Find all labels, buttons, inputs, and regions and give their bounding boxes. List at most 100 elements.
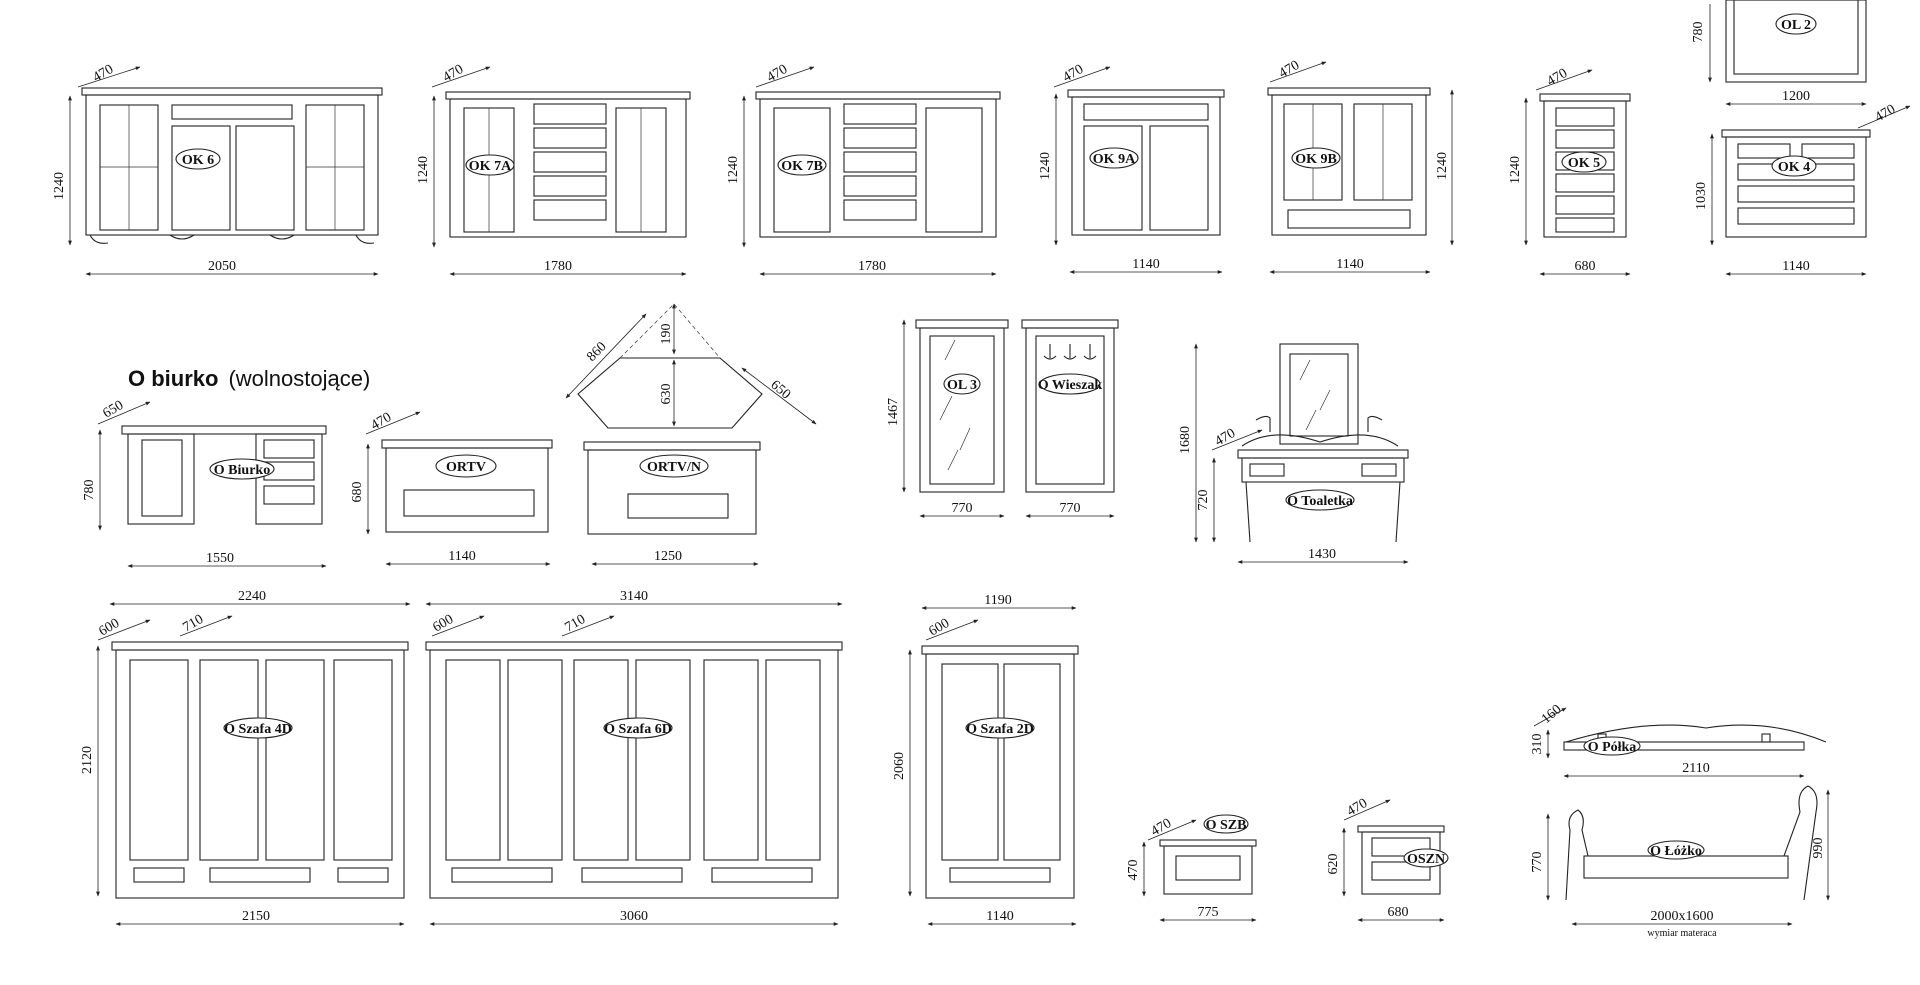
svg-text:720: 720	[1196, 490, 1211, 511]
ok4-label: OK 4	[1778, 160, 1810, 175]
ol2-mirror-drawing: OL 2 780 1200	[1691, 0, 1867, 106]
svg-text:1780: 1780	[858, 259, 886, 274]
ok6-label: OK 6	[182, 153, 214, 168]
wieszak-coat-rack-drawing: O Wieszak 770	[1021, 319, 1119, 518]
szn-label: OSZN	[1407, 852, 1445, 867]
biurko-label: O Biurko	[214, 463, 270, 478]
szn-nightstand-drawing: 470 OSZN 620 680	[1326, 796, 1449, 922]
svg-text:470: 470	[441, 62, 467, 85]
szafa2d-label: O Szafa 2D	[966, 722, 1034, 737]
svg-text:1140: 1140	[1336, 257, 1363, 272]
ol3-label: OL 3	[947, 378, 977, 393]
szafa2d-wardrobe-drawing: 1190 600 O Szafa 2D 2060 1140	[892, 593, 1079, 926]
svg-text:650: 650	[767, 378, 793, 403]
svg-text:710: 710	[181, 612, 207, 635]
svg-text:775: 775	[1198, 905, 1219, 920]
svg-text:1430: 1430	[1308, 547, 1336, 562]
svg-text:650: 650	[101, 398, 127, 421]
lozko-bed-drawing: O Łóżko 770 990 2000x1600 wymiar materac…	[1530, 785, 1830, 939]
lozko-mattress-size: 2000x1600	[1651, 909, 1714, 924]
toaletka-label: O Toaletka	[1287, 494, 1353, 509]
svg-text:1200: 1200	[1782, 89, 1810, 104]
svg-text:310: 310	[1530, 734, 1545, 755]
ortv-label: ORTV	[446, 460, 486, 475]
svg-text:3060: 3060	[620, 909, 648, 924]
svg-text:1030: 1030	[1694, 182, 1709, 210]
svg-text:1140: 1140	[448, 549, 475, 564]
svg-text:1780: 1780	[544, 259, 572, 274]
svg-text:2050: 2050	[208, 259, 236, 274]
ortvn-label: ORTV/N	[647, 460, 701, 475]
biurko-heading: O biurko (wolnostojące)	[128, 366, 370, 391]
szafa6d-wardrobe-drawing: 3140 600 710 O Szafa 6D 3060	[425, 589, 843, 926]
svg-text:1140: 1140	[986, 909, 1013, 924]
svg-text:1240: 1240	[1038, 152, 1053, 180]
lozko-label: O Łóżko	[1650, 844, 1702, 859]
ok9a-cabinet-drawing: 470 OK 9A 1240 1140	[1038, 62, 1225, 274]
svg-text:470: 470	[1873, 102, 1899, 125]
svg-text:1240: 1240	[1435, 152, 1450, 180]
ok9b-label: OK 9B	[1295, 152, 1337, 167]
ortv-cabinet-drawing: 470 ORTV 680 1140	[350, 410, 553, 566]
polka-label: O Półka	[1588, 740, 1637, 755]
svg-text:470: 470	[1149, 816, 1175, 839]
biurko-desk-drawing: 650 O Biurko 780 1550	[82, 398, 327, 568]
svg-text:1240: 1240	[1508, 156, 1523, 184]
svg-text:2240: 2240	[238, 589, 266, 604]
ol3-mirror-drawing: OL 3 1467 770	[886, 319, 1009, 518]
szafa4d-label: O Szafa 4D	[224, 722, 292, 737]
svg-text:860: 860	[584, 339, 609, 364]
svg-text:1140: 1140	[1782, 259, 1809, 274]
svg-text:1240: 1240	[726, 156, 741, 184]
szafa6d-label: O Szafa 6D	[604, 722, 672, 737]
svg-text:770: 770	[1060, 501, 1081, 516]
svg-text:1140: 1140	[1132, 257, 1159, 272]
szb-bench-drawing: O SZB 470 470 775	[1126, 814, 1257, 922]
svg-text:2060: 2060	[892, 752, 907, 780]
ortvn-corner-cabinet-drawing: 860 650 190 630 ORTV/N 1250	[565, 303, 817, 566]
wieszak-label: O Wieszak	[1038, 378, 1103, 393]
svg-text:190: 190	[659, 324, 674, 345]
svg-text:470: 470	[1061, 62, 1087, 85]
svg-text:680: 680	[1388, 905, 1409, 920]
szafa4d-wardrobe-drawing: 2240 600 710 O Szafa 4D 2120 2150	[80, 589, 411, 926]
svg-text:710: 710	[563, 612, 589, 635]
svg-text:680: 680	[350, 482, 365, 503]
ok7a-label: OK 7A	[469, 159, 512, 174]
ol2-label: OL 2	[1781, 18, 1811, 33]
ok9a-label: OK 9A	[1093, 152, 1136, 167]
svg-text:770: 770	[1530, 852, 1545, 873]
svg-text:600: 600	[927, 616, 953, 639]
svg-text:2150: 2150	[242, 909, 270, 924]
svg-text:990: 990	[1811, 838, 1826, 859]
svg-text:470: 470	[369, 410, 395, 433]
svg-text:3140: 3140	[620, 589, 648, 604]
svg-text:470: 470	[1345, 796, 1371, 819]
svg-text:2110: 2110	[1682, 761, 1709, 776]
ok7b-label: OK 7B	[781, 159, 823, 174]
svg-text:1240: 1240	[52, 172, 67, 200]
svg-text:1467: 1467	[886, 398, 901, 426]
svg-text:470: 470	[1213, 426, 1239, 449]
polka-shelf-drawing: 160 O Półka 310 2110	[1530, 702, 1827, 778]
svg-text:160: 160	[1539, 702, 1565, 727]
toaletka-vanity-drawing: O Toaletka 470 1680 720 1430	[1178, 343, 1409, 564]
svg-text:630: 630	[659, 384, 674, 405]
svg-text:1190: 1190	[984, 593, 1011, 608]
lozko-mattress-note: wymiar materaca	[1647, 928, 1717, 939]
ok7a-cabinet-drawing: 470 OK 7A 1240 1780	[416, 62, 691, 276]
svg-text:770: 770	[952, 501, 973, 516]
szb-label: O SZB	[1206, 818, 1247, 833]
ok9b-cabinet-drawing: 470 OK 9B 1240 1140	[1267, 58, 1454, 274]
svg-text:600: 600	[97, 616, 123, 639]
svg-text:780: 780	[82, 480, 97, 501]
svg-text:1250: 1250	[654, 549, 682, 564]
ok4-dresser-drawing: 470 OK 4 1030 1140	[1694, 102, 1911, 276]
svg-text:2120: 2120	[80, 746, 95, 774]
svg-text:600: 600	[431, 612, 457, 635]
svg-text:620: 620	[1326, 854, 1341, 875]
svg-text:470: 470	[1126, 860, 1141, 881]
svg-text:470: 470	[765, 62, 791, 85]
ok6-cabinet-drawing: 470 OK 6 1240 2050	[52, 62, 383, 276]
